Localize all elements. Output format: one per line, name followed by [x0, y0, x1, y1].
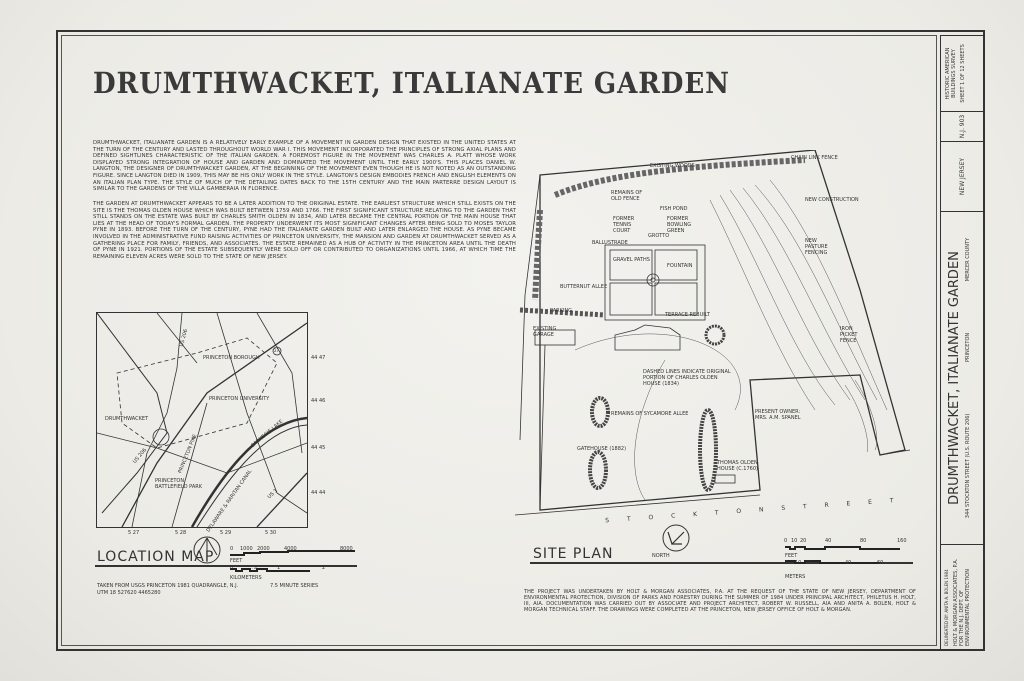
label-chain-link-fence: CHAIN LINK FENCE [791, 155, 838, 161]
map-tick-right: 44 46 [311, 398, 326, 404]
scale-unit-feet: FEET [230, 558, 243, 564]
scale-tick: 40 [845, 560, 852, 566]
map-series: 7.5 MINUTE SERIES [270, 583, 319, 589]
heading-rule [95, 565, 357, 567]
scale-tick: 10 [791, 538, 798, 544]
label-gatehouse: GATEHOUSE (1882) [577, 446, 627, 452]
scale-tick: 0 [784, 538, 788, 544]
north-label: NORTH [652, 553, 670, 559]
project-credits: The project was undertaken by Holt & Mor… [524, 589, 916, 613]
scale-tick: 160 [897, 538, 907, 544]
scale-tick: 80 [860, 538, 867, 544]
map-tick-right: 44 45 [311, 445, 326, 451]
scale-unit-feet: FEET [785, 553, 798, 559]
label-parking: PARKING [550, 308, 572, 314]
scale-tick: 10 [795, 560, 802, 566]
label-thomas-olden-house: THOMAS OLDEN HOUSE (c.1760) [717, 460, 758, 472]
page-title: DRUMTHWACKET, ITALIANATE GARDEN [93, 66, 730, 100]
city: PRINCETON [965, 332, 971, 362]
label-old-fence: REMAINS OF OLD FENCE [611, 190, 643, 202]
location-scale-bars [230, 550, 355, 572]
site-plan-heading: SITE PLAN [533, 546, 614, 562]
scale-tick: 60 [877, 560, 884, 566]
scale-tick: 0 [230, 565, 234, 571]
map-tick-bottom: 5 28 [175, 530, 187, 536]
label-pasture-fencing: NEW PASTURE FENCING [805, 238, 828, 256]
label-existing-garage: EXISTING GARAGE [533, 326, 557, 338]
scale-tick: 8000 [340, 546, 353, 552]
label-ballustrade: BALLUSTRADE [592, 240, 628, 246]
scale-tick: 20 [805, 560, 812, 566]
map-label-princeton-university: PRINCETON UNIVERSITY [209, 396, 270, 402]
address: 344 STOCKTON STREET (U.S. ROUTE 206) [965, 413, 971, 519]
label-sycamore-allee: REMAINS OF SYCAMORE ALLEE [611, 411, 689, 417]
history-paragraph-1: Drumthwacket, Italianate Garden is a rel… [93, 140, 516, 193]
agency: HISTORIC AMERICAN BUILDINGS SURVEY [945, 47, 957, 100]
map-label-battlefield-park: PRINCETON BATTLEFIELD PARK [155, 478, 203, 490]
location-map-heading: LOCATION MAP [97, 549, 215, 565]
label-present-owner: PRESENT OWNER: MRS. A.M. SPANEL [755, 409, 801, 421]
map-tick-bottom: 5 29 [220, 530, 232, 536]
delineator: DELINEATED BY: ANITA A. BOLEN 1984 [944, 569, 949, 646]
label-fountain: FOUNTAIN [667, 263, 693, 269]
scale-tick: .5 [252, 565, 257, 571]
map-label-princeton-borough: PRINCETON BOROUGH [203, 355, 260, 361]
map-tick-bottom: 5 27 [128, 530, 140, 536]
label-tennis-court: FORMER TENNIS COURT [613, 216, 635, 234]
north-arrow-icon [662, 524, 690, 552]
state: NEW JERSEY [959, 157, 966, 196]
scale-tick: 0 [785, 560, 789, 566]
scale-tick: 2 [322, 565, 326, 571]
scale-unit-meters: METERS [785, 574, 806, 580]
label-new-construction: NEW CONSTRUCTION [805, 197, 859, 203]
scale-tick: 1000 [240, 546, 253, 552]
title-block-survey-no: N.J. 903 [941, 111, 984, 141]
location-map: PRINCETON BOROUGH PRINCETON UNIVERSITY D… [96, 312, 308, 533]
label-bowling-green: FORMER BOWLING GREEN [667, 216, 692, 234]
label-dashed-lines-note: DASHED LINES INDICATE ORIGINAL PORTION O… [643, 369, 731, 387]
label-fish-pond: FISH POND [660, 206, 688, 212]
outer-border [56, 30, 985, 651]
title-block-preparer: DELINEATED BY: ANITA A. BOLEN 1984 HOLT … [941, 544, 984, 649]
map-source: TAKEN FROM USGS PRINCETON 1981 QUADRANGL… [97, 583, 239, 589]
title-block-state: NEW JERSEY [941, 141, 984, 211]
label-gravel-paths: GRAVEL PATHS [613, 257, 650, 263]
map-tick-right: 44 44 [311, 490, 326, 496]
scale-tick: 4000 [284, 546, 297, 552]
label-grotto: GROTTO [648, 233, 670, 239]
site-scale-bars [785, 546, 900, 564]
scale-tick: 1 [277, 565, 281, 571]
history-paragraph-2: The garden at Drumthwacket appears to be… [93, 201, 516, 260]
scale-tick: 20 [800, 538, 807, 544]
map-tick-right: 44 47 [311, 355, 326, 361]
heading-rule [530, 562, 913, 564]
map-tick-bottom: 5 30 [265, 530, 277, 536]
label-butternut-allee: BUTTERNUT ALLEE [560, 284, 608, 290]
inner-border [61, 35, 937, 646]
map-label-route-27: 27 [274, 348, 280, 353]
sheet-number: SHEET 1 OF 12 SHEETS [960, 44, 966, 103]
north-arrow-icon [193, 536, 221, 564]
label-iron-picket-fence: IRON PICKET FENCE [840, 326, 858, 344]
scale-tick: 2000 [257, 546, 270, 552]
site-name: DRUMTHWACKET, ITALIANATE GARDEN [947, 251, 962, 505]
title-block-habs: HISTORIC AMERICAN BUILDINGS SURVEY SHEET… [941, 36, 984, 111]
county: MERCER COUNTY [965, 237, 971, 282]
survey-number: N.J. 903 [959, 114, 966, 139]
title-block-name: DRUMTHWACKET, ITALIANATE GARDEN 344 STOC… [941, 211, 984, 544]
scale-tick: 40 [825, 538, 832, 544]
label-existing-woods: EXISTING WOODS [650, 163, 695, 169]
site-plan: EXISTING WOODS CHAIN LINK FENCE NEW CONS… [514, 149, 915, 530]
label-terrace-rebuilt: TERRACE REBUILT [665, 312, 710, 318]
map-label-drumthwacket: DRUMTHWACKET [105, 416, 149, 422]
title-block: DELINEATED BY: ANITA A. BOLEN 1984 HOLT … [940, 35, 985, 650]
map-utm: UTM 18 527620 4465280 [97, 590, 161, 596]
scale-tick: 0 [230, 546, 234, 552]
firm: HOLT & MORGAN ASSOCIATES, P.A. FOR THE N… [953, 558, 971, 646]
scale-unit-km: KILOMETERS [230, 575, 262, 581]
